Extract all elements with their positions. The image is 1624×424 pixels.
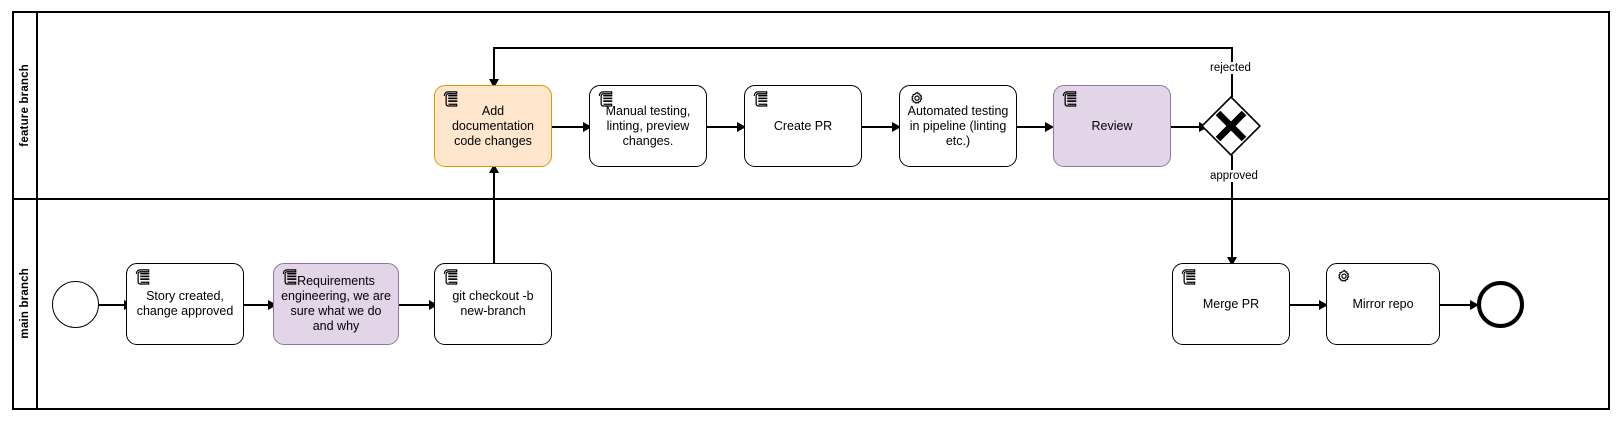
- task-create-pr[interactable]: Create PR: [744, 85, 862, 167]
- flow-automated-testing-to-review: [1015, 126, 1052, 128]
- flow-arrow-requirements-to-checkout: [429, 300, 438, 310]
- manual-task-icon: [1060, 90, 1079, 108]
- manual-task-icon: [133, 268, 152, 286]
- flow-arrow-story-to-requirements: [268, 300, 277, 310]
- flow-gateway-rejected-down: [493, 47, 495, 83]
- manual-task-icon: [1179, 268, 1198, 286]
- lane-header-main-branch: main branch: [14, 198, 38, 408]
- task-manual-testing[interactable]: Manual testing, linting, preview changes…: [589, 85, 707, 167]
- flow-mirror-repo-to-end: [1440, 304, 1477, 306]
- lane-label-main-branch: main branch: [19, 267, 31, 339]
- flow-start-to-story: [99, 304, 126, 306]
- task-mirror-repo[interactable]: Mirror repo: [1326, 263, 1440, 345]
- flow-create-pr-to-automated-testing: [861, 126, 900, 128]
- flow-manual-testing-to-create-pr: [707, 126, 744, 128]
- end-event[interactable]: [1477, 281, 1524, 328]
- task-story-created[interactable]: Story created, change approved: [126, 263, 244, 345]
- task-add-documentation[interactable]: Add documentation code changes: [434, 85, 552, 167]
- flow-merge-pr-to-mirror-repo: [1290, 304, 1326, 306]
- flow-arrow-manual-testing-to-create-pr: [737, 122, 746, 132]
- manual-task-icon: [441, 268, 460, 286]
- flow-arrow-automated-testing-to-review: [1045, 122, 1054, 132]
- flow-arrow-approved-to-merge-pr: [1227, 257, 1237, 266]
- task-label: Automated testing in pipeline (linting e…: [907, 103, 1009, 148]
- flow-arrow-checkout-to-add-doc: [489, 164, 499, 173]
- task-label: Mirror repo: [1352, 296, 1414, 311]
- task-label: Story created, change approved: [136, 289, 234, 318]
- service-task-icon: [906, 90, 925, 108]
- task-automated-testing[interactable]: Automated testing in pipeline (linting e…: [899, 85, 1017, 167]
- flow-gateway-rejected-across: [493, 47, 1233, 49]
- task-label: git checkout -b new-branch: [452, 289, 534, 318]
- exclusive-gateway-review[interactable]: [1200, 95, 1262, 157]
- process-pool: feature branch main branch: [12, 11, 1610, 410]
- lane-main-branch: main branch: [14, 198, 1608, 408]
- flow-arrow-add-doc-to-manual-testing: [583, 122, 592, 132]
- manual-task-icon: [280, 268, 299, 286]
- flow-arrow-create-pr-to-automated-testing: [892, 122, 901, 132]
- manual-task-icon: [751, 90, 770, 108]
- task-label: Merge PR: [1202, 296, 1260, 311]
- edge-label-approved: approved: [1208, 170, 1260, 182]
- service-task-icon: [1333, 268, 1352, 286]
- task-label: Create PR: [773, 118, 833, 133]
- task-label: Manual testing, linting, preview changes…: [605, 103, 691, 148]
- flow-review-to-gateway: [1170, 126, 1206, 128]
- lane-label-feature-branch: feature branch: [19, 64, 31, 147]
- flow-story-to-requirements: [243, 304, 273, 306]
- flow-gateway-approved-down: [1231, 155, 1233, 265]
- manual-task-icon: [441, 90, 460, 108]
- task-label: Requirements engineering, we are sure wh…: [281, 274, 391, 333]
- task-label: Add documentation code changes: [451, 103, 534, 148]
- task-requirements-engineering[interactable]: Requirements engineering, we are sure wh…: [273, 263, 399, 345]
- task-merge-pr[interactable]: Merge PR: [1172, 263, 1290, 345]
- flow-arrow-rejected-to-add-doc: [489, 79, 499, 88]
- edge-label-rejected: rejected: [1208, 62, 1253, 74]
- flow-arrow-merge-pr-to-mirror-repo: [1319, 300, 1328, 310]
- lane-divider: [14, 198, 1608, 200]
- flow-checkout-to-add-doc: [493, 168, 495, 267]
- flow-add-doc-to-manual-testing: [552, 126, 590, 128]
- task-review[interactable]: Review: [1053, 85, 1171, 167]
- task-git-checkout[interactable]: git checkout -b new-branch: [434, 263, 552, 345]
- lane-header-feature-branch: feature branch: [14, 13, 38, 198]
- flow-arrow-mirror-repo-to-end: [1470, 300, 1479, 310]
- flow-requirements-to-checkout: [398, 304, 435, 306]
- lane-feature-branch: feature branch: [14, 13, 1608, 198]
- task-label: Review: [1091, 118, 1133, 133]
- manual-task-icon: [596, 90, 615, 108]
- start-event[interactable]: [52, 281, 99, 328]
